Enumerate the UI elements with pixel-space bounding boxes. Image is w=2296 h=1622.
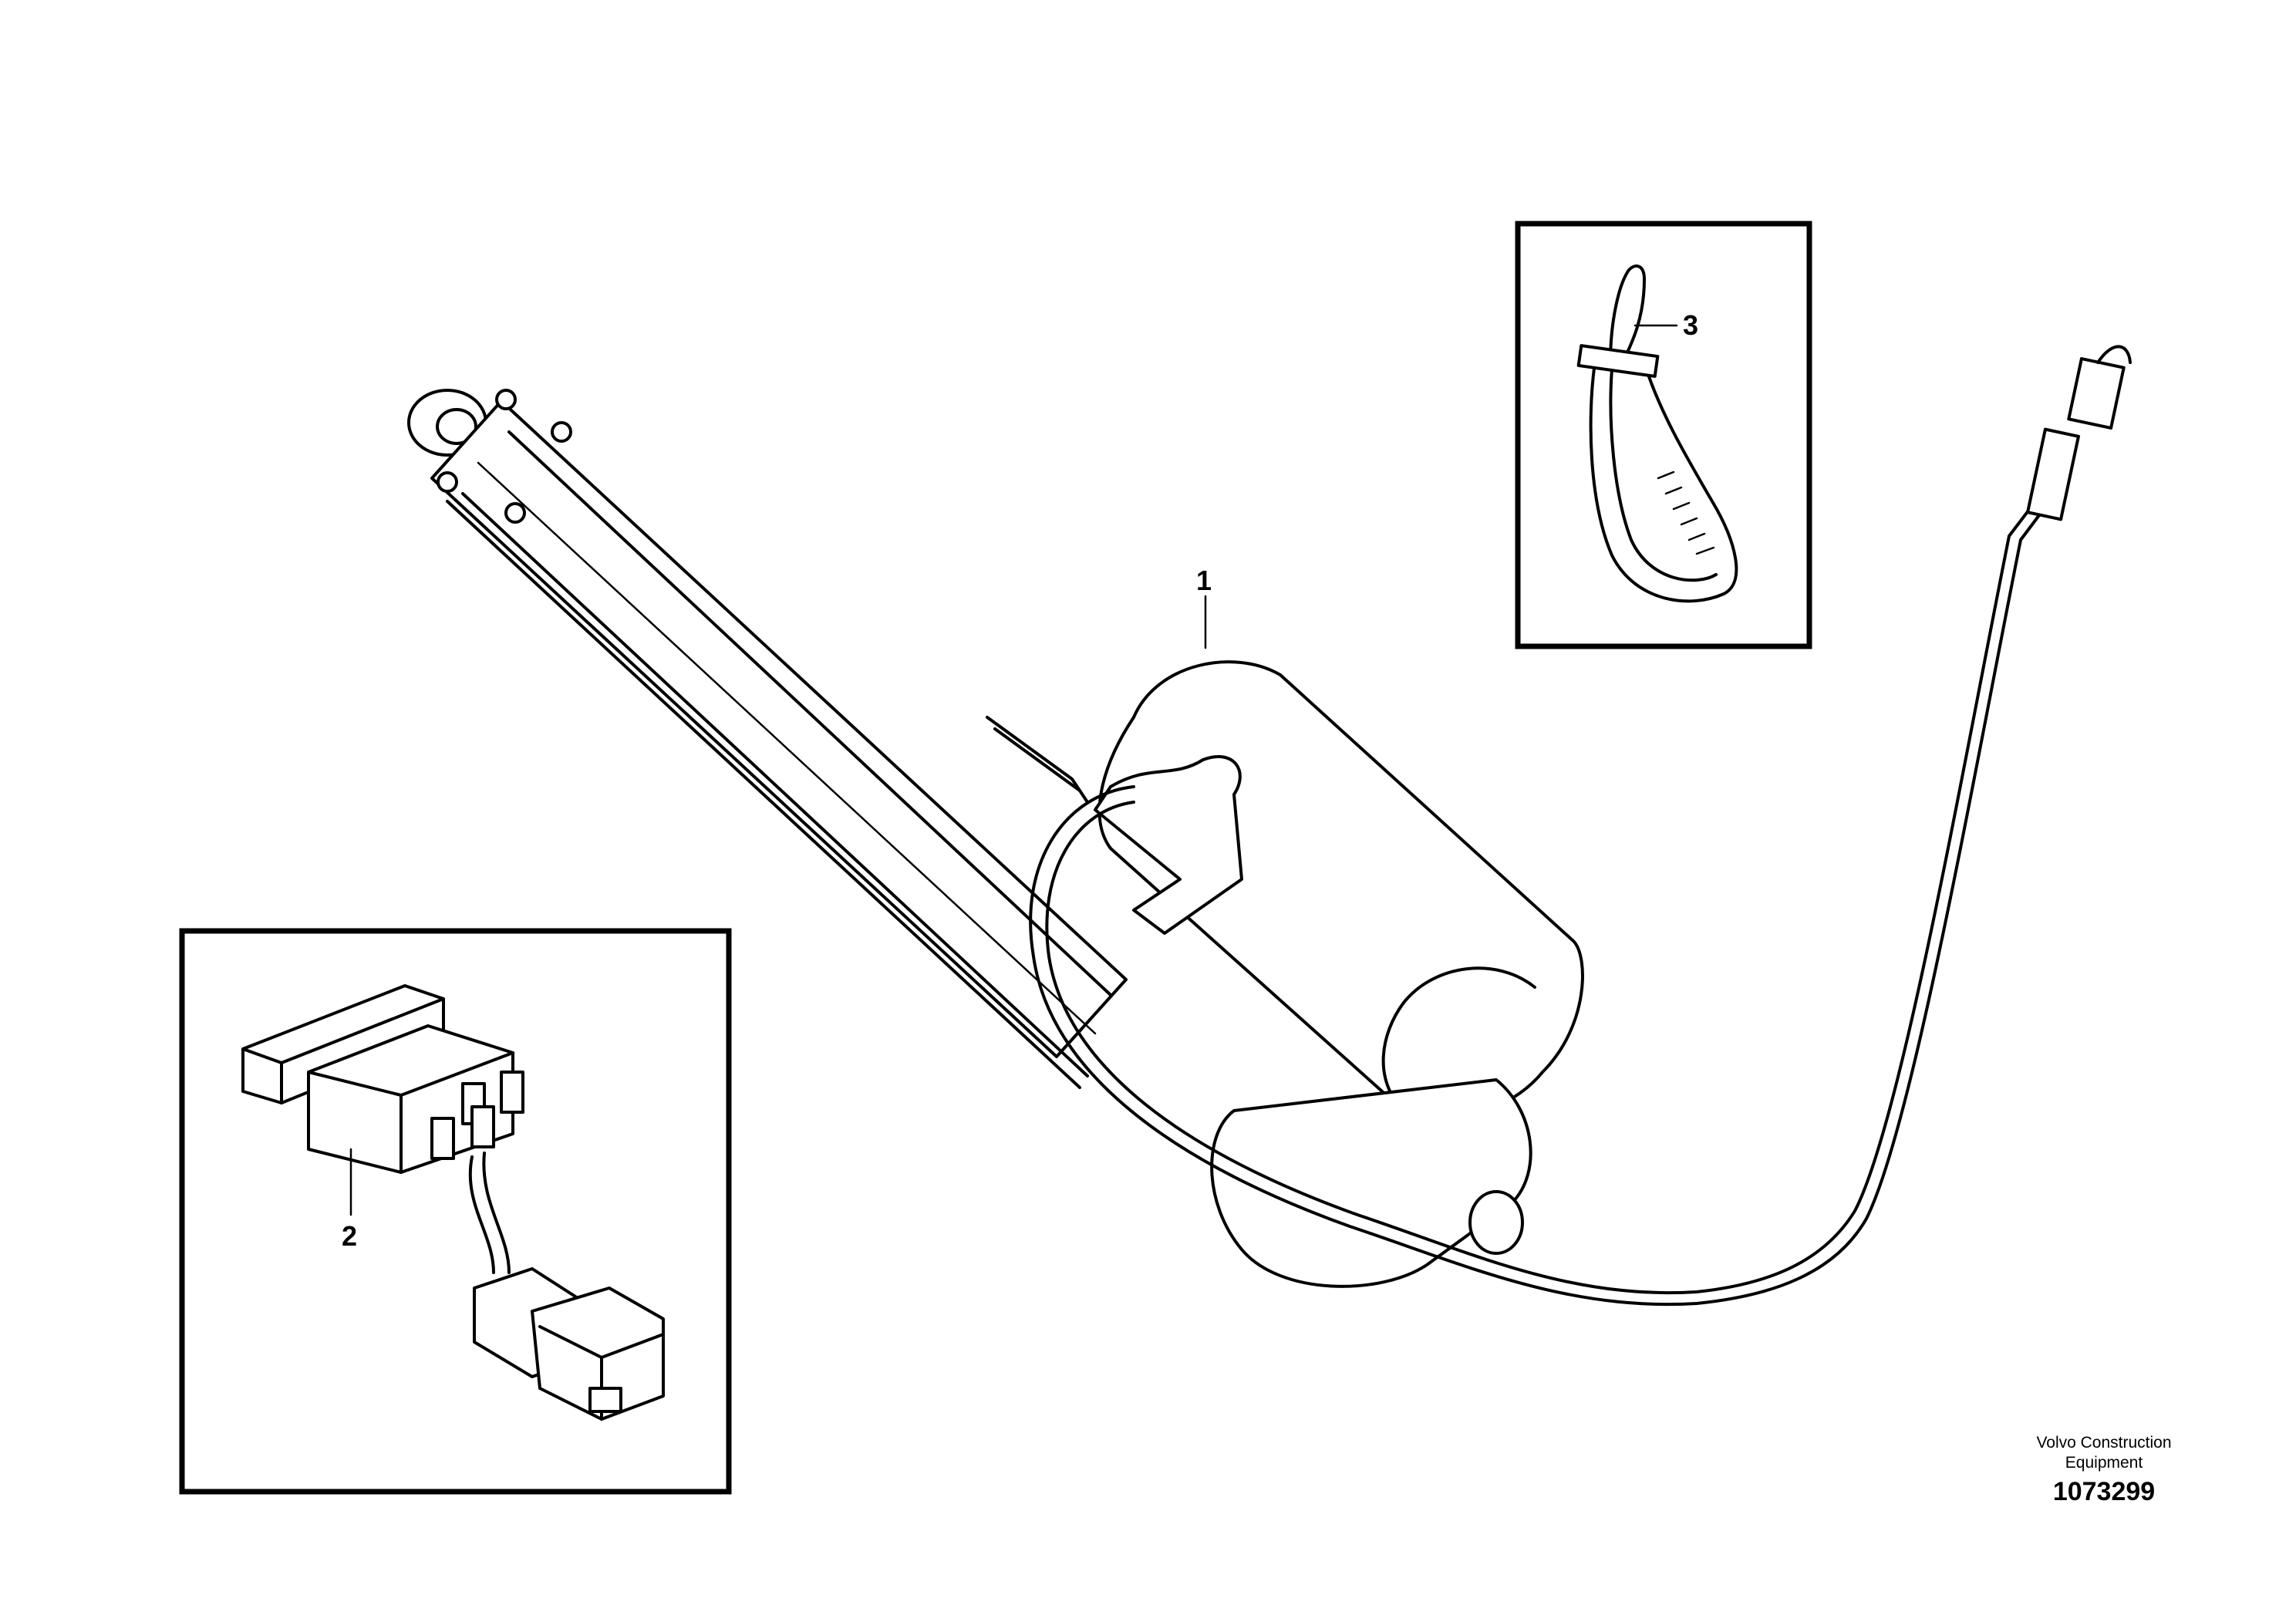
- cable-tie-inset: [1515, 221, 1812, 649]
- brand-line-1: Volvo Construction: [2036, 1434, 2172, 1452]
- brand-line-2: Equipment: [2065, 1454, 2143, 1472]
- callout-3: 3: [1683, 309, 1699, 341]
- switch-inset: [179, 928, 732, 1495]
- cable-tie-icon: [1576, 264, 1738, 603]
- connector-plug-icon: [468, 1152, 665, 1421]
- document-number: 1073299: [2052, 1477, 2156, 1506]
- brand-text: Volvo Construction Equipment: [1965, 1433, 2243, 1473]
- callout-1: 1: [1196, 565, 1212, 596]
- rocker-switch-icon: [241, 984, 524, 1174]
- linear-actuator-icon: [407, 345, 2132, 1307]
- callout-2: 2: [342, 1220, 358, 1252]
